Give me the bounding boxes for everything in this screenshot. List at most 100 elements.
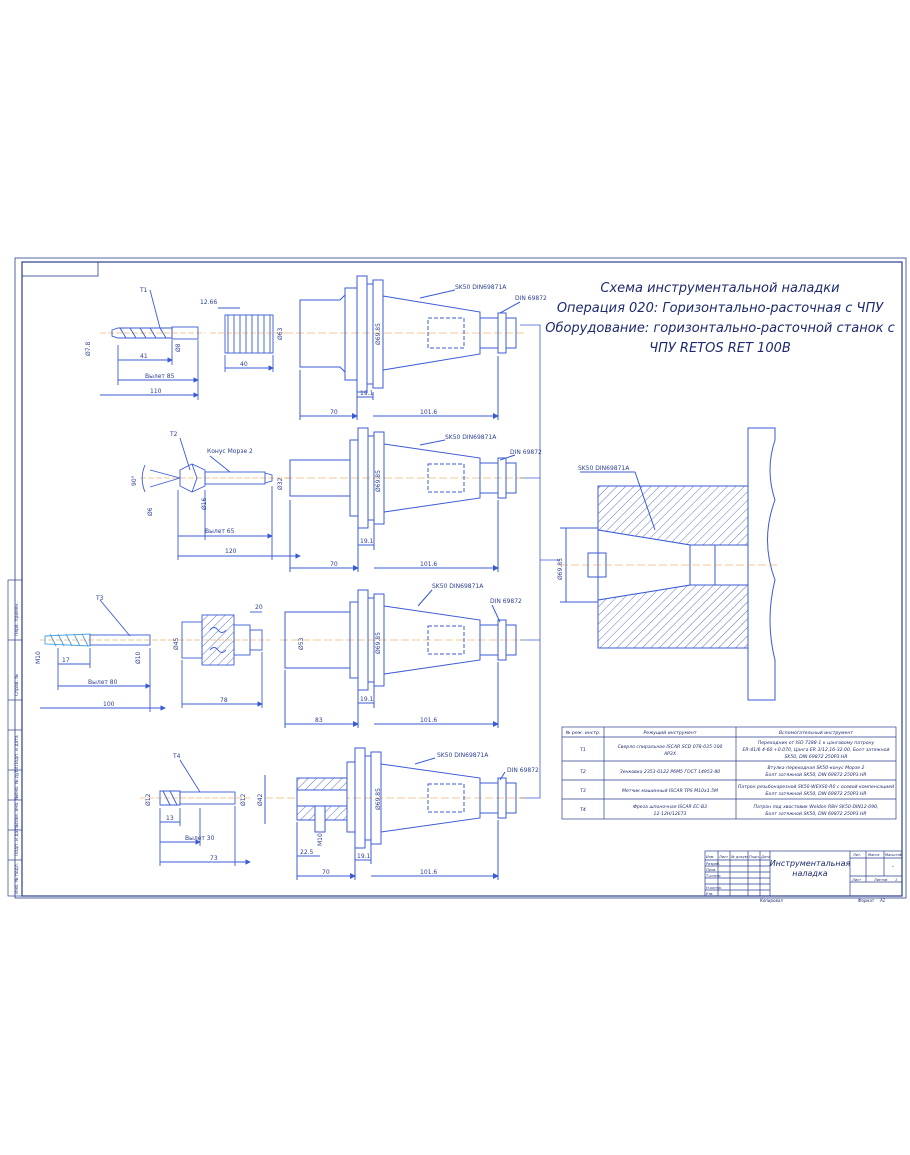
h4-din: DIN 69872: [507, 767, 539, 774]
holder-3: [280, 589, 525, 728]
collet-len: 12.66: [200, 299, 217, 306]
t2-cone: Конус Морзе 2: [207, 448, 253, 455]
tr3-aux2: Болт затяжной SK50, DIN 69872 250P3.HR: [765, 791, 866, 797]
tr3-aux1: Патрон резьбонарезной SK50-WEXS0-R0 с ос…: [738, 784, 894, 790]
h1-191: 19.1: [360, 390, 374, 397]
h3-din: DIN 69872: [490, 598, 522, 605]
h1-din: DIN 69872: [515, 295, 547, 302]
t4-label: T4: [172, 753, 181, 760]
tr4-num: T4: [580, 807, 586, 813]
spindle-dtaper: Ø69.85: [557, 558, 564, 580]
row-1: T1 Ø7.8 Ø8 41 Вылет 85 110 12.66 40 Ø63: [85, 275, 547, 420]
h3-1016: 101.6: [420, 717, 437, 724]
title-block-text: Инструментальная наладка Изм. Лист № док…: [706, 853, 903, 903]
tr1-num: T1: [580, 747, 586, 753]
t2-vylet: Вылет 65: [205, 528, 235, 535]
t2-dtip: Ø6: [147, 507, 154, 516]
title-block: [704, 850, 903, 897]
tr1-cut2: AP3X: [663, 751, 677, 757]
t4-len-a: 13: [166, 815, 174, 822]
side-label-7: Инв. № подл.: [14, 863, 20, 894]
tr1-aux3: SK50, DIN 69872 250P3.HR: [784, 754, 847, 760]
stamp-utv: Утв.: [706, 892, 714, 896]
t2-angle: 90°: [131, 475, 138, 486]
stamp-doc: № докум.: [730, 855, 749, 859]
row-4: T4 Ø12 Ø12 13 Вылет 30 73: [140, 747, 539, 880]
title-line-3: Оборудование: горизонтально-расточной ст…: [545, 321, 895, 336]
sheet-frame: [14, 257, 907, 899]
tr4-cut2: 12-12H/12E73: [654, 811, 687, 817]
t3-len-total: 100: [103, 701, 115, 708]
t2-dshank: Ø32: [277, 477, 284, 490]
row2-labels: T2 Конус Морзе 2 90° Ø6 Ø16 Ø32 Вылет 65…: [131, 431, 284, 555]
h4-dchuck: Ø42: [257, 793, 264, 806]
tr4-cut1: Фреза шпоночная ISCAR EC-B3: [633, 804, 707, 810]
stamp-sheets-val: 1: [895, 878, 897, 882]
th-num: № реж. инстр.: [565, 730, 601, 736]
t3-len-a: 17: [62, 657, 70, 664]
stamp-list: Лист: [718, 855, 729, 859]
stamp-tkontr: Т.контр.: [706, 874, 722, 878]
t2-dbody: Ø16: [201, 497, 208, 510]
tap-adapter: [170, 611, 270, 708]
tr3-cut1: Метчик машинный ISCAR TPS M10x1.5M: [622, 788, 718, 794]
stamp-date: Дата: [760, 855, 770, 859]
holder-2-labels: SK50 DIN69871A DIN 69872 70 19.1 101.6 Ø…: [330, 434, 542, 568]
adapter-20: 20: [255, 604, 263, 611]
h2-1016: 101.6: [420, 561, 437, 568]
h4-1016: 101.6: [420, 869, 437, 876]
side-label-1: Перв. примен.: [14, 602, 20, 636]
stamp-sign: Подп.: [749, 855, 760, 859]
tr4-aux2: Болт затяжной SK50, DIN 69872 250P3.HR: [765, 811, 866, 817]
row-2: T2 Конус Морзе 2 90° Ø6 Ø16 Ø32 Вылет 65…: [131, 427, 542, 572]
tr2-cut1: Зенковка 2353-0122 Р6М5 ГОСТ 14953-80: [620, 769, 720, 775]
t4-dcut: Ø12: [145, 793, 152, 806]
t2-len-total: 120: [225, 548, 237, 555]
title-line-2: Операция 020: Горизонтально-расточная с …: [557, 301, 884, 316]
h4-191: 19.1: [357, 853, 371, 860]
row-3: T3 M10 17 Ø10 Вылет 80 100 20 Ø45 78: [35, 583, 525, 728]
tr1-cut1: Сверло спиральное ISCAR SCD 078-035-100: [618, 744, 723, 750]
tool-t4-endmill: [140, 759, 251, 866]
t4-vylet: Вылет 30: [185, 835, 215, 842]
tool-table: [561, 726, 897, 820]
spindle-section: [560, 427, 780, 701]
title-line-1: Схема инструментальной наладки: [600, 281, 839, 296]
t1-len-total: 110: [150, 388, 162, 395]
stamp-nkontr: Н.контр.: [706, 886, 722, 890]
t4-len-total: 73: [210, 855, 218, 862]
stamp-title-1: Инструментальная: [770, 859, 851, 868]
holder-4: [264, 747, 525, 880]
h4-screw: M10: [317, 833, 324, 846]
stamp-format: Формат: [858, 898, 875, 903]
holder-4-labels: SK50 DIN69871A DIN 69872 Ø42 M10 22.5 70…: [257, 752, 539, 876]
adapter-labels: 20 Ø45 78: [173, 604, 263, 704]
t1-len-a: 41: [140, 353, 148, 360]
tr2-aux1: Втулка переходная SK50-конус Морзе 2: [768, 765, 865, 771]
stamp-scale: Масштаб: [885, 853, 903, 857]
t4-dshank: Ø12: [240, 793, 247, 806]
row4-labels: T4 Ø12 Ø12 13 Вылет 30 73: [145, 753, 247, 862]
stamp-prov: Пров.: [706, 868, 716, 872]
holder-connector: [520, 324, 560, 799]
tool-table-text: № реж. инстр. Режущий инструмент Вспомог…: [565, 730, 894, 817]
side-label-3: Подп. и дата: [14, 735, 20, 766]
row3-labels: T3 M10 17 Ø10 Вылет 80 100: [35, 595, 142, 708]
side-strip: [7, 579, 23, 897]
h1-70: 70: [330, 409, 338, 416]
holder-3-labels: SK50 DIN69871A DIN 69872 Ø53 83 19.1 101…: [298, 583, 522, 724]
h3-191: 19.1: [360, 696, 374, 703]
tr2-aux2: Болт затяжной SK50, DIN 69872 250P3.HR: [765, 772, 866, 778]
tr1-aux1: Переходник от ISO 7388-1 к цанговому пат…: [758, 740, 875, 746]
collet-labels: 12.66 40 Ø63: [200, 299, 284, 368]
h3-sk50: SK50 DIN69871A: [432, 583, 484, 590]
h2-70: 70: [330, 561, 338, 568]
tool-t3-tap: [40, 599, 170, 712]
holder-1-labels: SK50 DIN69871A DIN 69872 70 19.1 101.6 Ø…: [330, 284, 547, 416]
th-aux: Вспомогательный инструмент: [779, 730, 853, 736]
stamp-razrab: Разраб.: [706, 862, 720, 866]
h1-1016: 101.6: [420, 409, 437, 416]
th-cut: Режущий инструмент: [643, 730, 696, 736]
title-line-4: ЧПУ RETOS RET 100B: [649, 341, 791, 356]
